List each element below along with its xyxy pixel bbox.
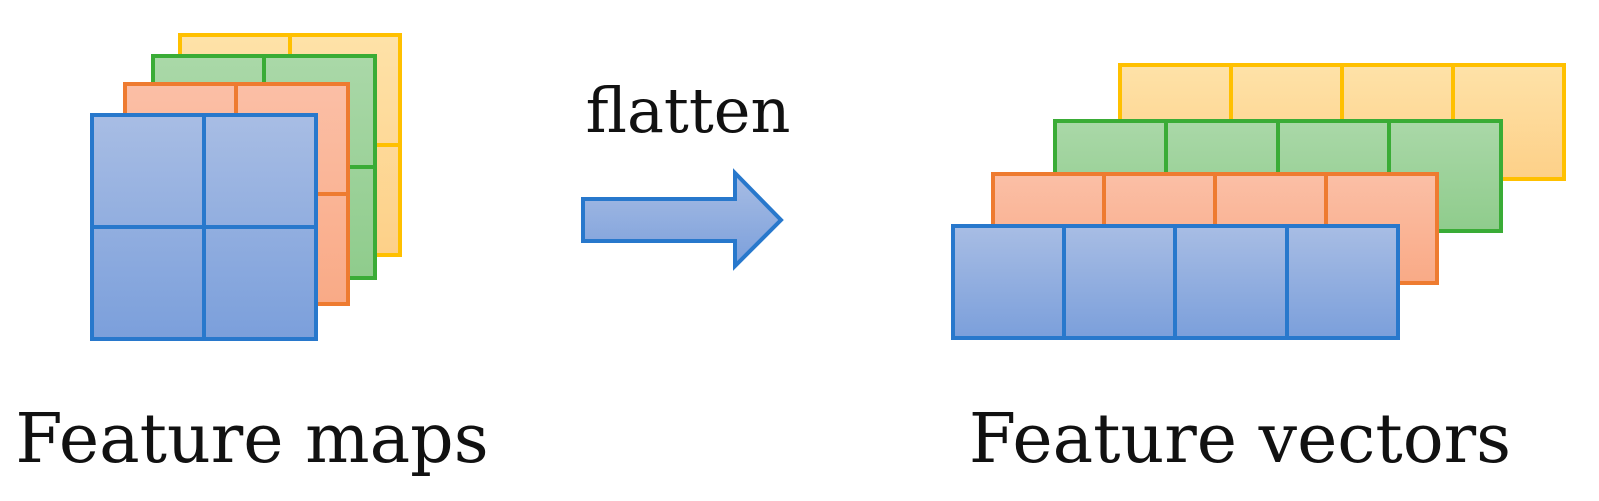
feature-maps <box>90 33 402 341</box>
feature-vectors <box>951 63 1566 340</box>
feature-vector-blue <box>951 224 1400 340</box>
feature-map-blue <box>90 113 318 341</box>
flatten-label: flatten <box>586 74 791 147</box>
flatten-arrow <box>581 168 784 271</box>
feature-vectors-caption: Feature vectors <box>969 400 1511 479</box>
feature-maps-caption: Feature maps <box>15 400 488 479</box>
